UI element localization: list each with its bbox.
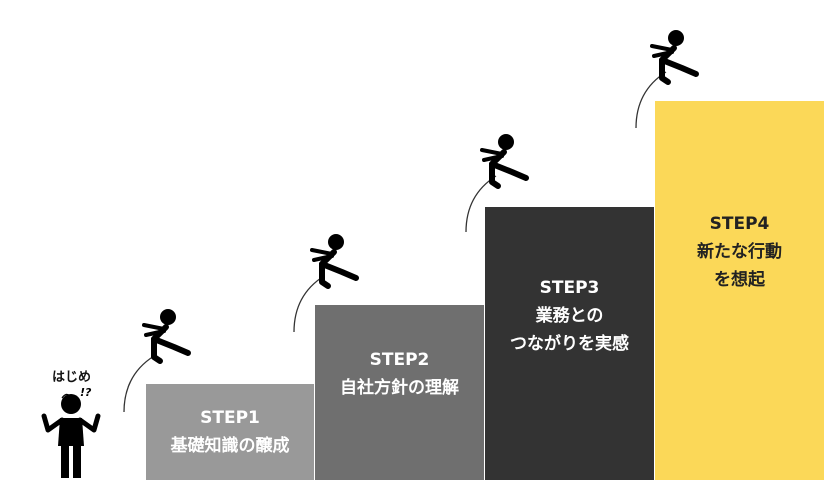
step-title: STEP4	[709, 213, 770, 234]
step-block-1: STEP1 基礎知識の醸成	[146, 384, 314, 480]
jump-arc-1	[123, 355, 155, 413]
step-desc-line: 業務との	[535, 306, 604, 326]
jumping-person-icon	[142, 309, 191, 364]
step-desc-line: 新たな行動	[697, 241, 782, 262]
step-title: STEP3	[539, 278, 600, 298]
step-desc-line: 基礎知識の醸成	[170, 436, 290, 456]
step-title: STEP1	[200, 408, 260, 428]
step-block-4: STEP4 新たな行動 を想起	[655, 101, 824, 480]
jumping-person-icon	[650, 30, 699, 85]
step-desc-line: つながりを実感	[510, 334, 629, 354]
start-mark: !?	[80, 386, 92, 399]
jumping-person-icon	[480, 134, 529, 189]
step-title: STEP2	[369, 349, 430, 370]
step-desc-line: を想起	[714, 269, 765, 290]
start-label: はじめ	[52, 370, 92, 385]
step-block-3: STEP3 業務との つながりを実感	[485, 207, 654, 480]
step-block-2: STEP2 自社方針の理解	[315, 305, 484, 480]
step-desc-line: 自社方針の理解	[340, 377, 459, 398]
jumping-person-icon	[310, 234, 359, 289]
confused-person-icon: !?	[41, 386, 101, 478]
jump-arc-2	[293, 275, 325, 333]
